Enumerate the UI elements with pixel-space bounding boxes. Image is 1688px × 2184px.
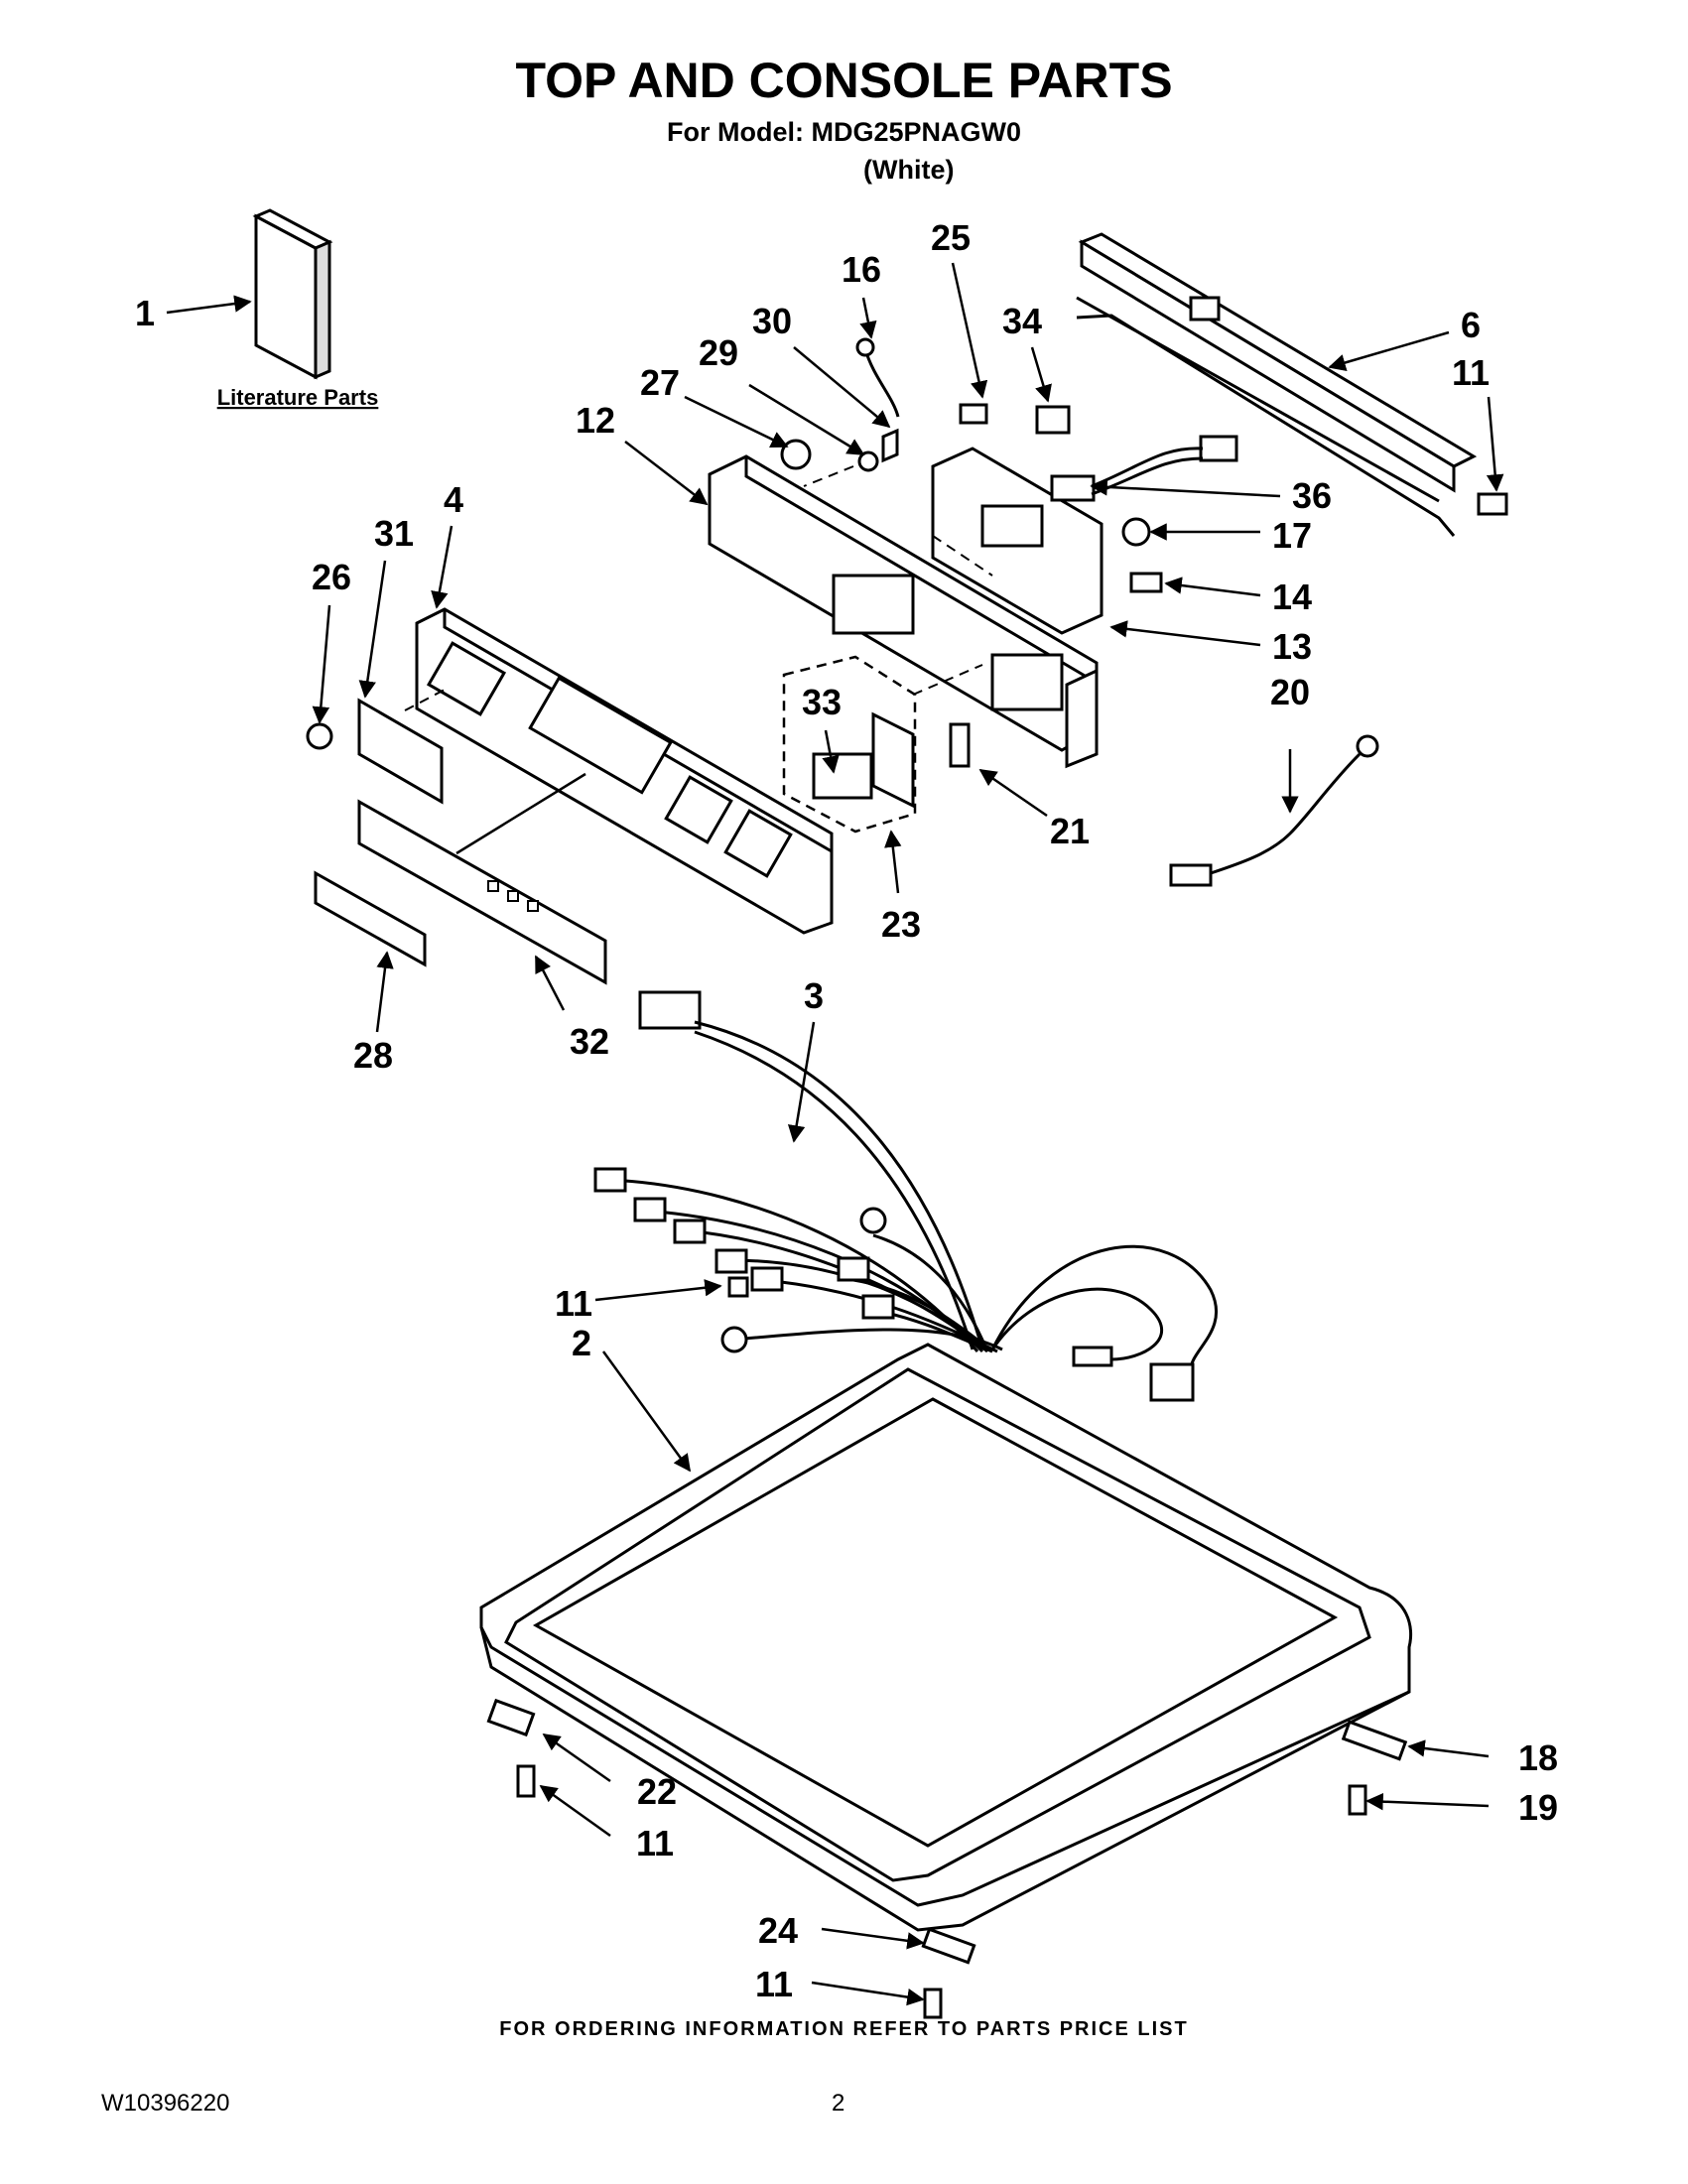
document-number: W10396220 [101, 2090, 230, 2117]
callout-36: 36 [1292, 475, 1332, 516]
callout-30: 30 [752, 301, 792, 341]
ground-wire-20 [1169, 734, 1379, 887]
literature-label: Literature Parts [217, 385, 379, 410]
callout-14: 14 [1272, 577, 1312, 617]
control-board [931, 447, 1104, 635]
ordering-note: FOR ORDERING INFORMATION REFER TO PARTS … [499, 2018, 1189, 2040]
harness-36 [1050, 435, 1238, 502]
top-panel [479, 1343, 1413, 1932]
color-variant: (White) [863, 155, 955, 185]
bottom-hardware [486, 1698, 1408, 2019]
callout-12: 12 [576, 400, 615, 441]
callout-25: 25 [931, 217, 971, 258]
callout-18: 18 [1518, 1737, 1558, 1778]
screw-26 [306, 722, 333, 750]
callout-4: 4 [444, 479, 463, 520]
assembly-lines [404, 465, 993, 711]
callout-31: 31 [374, 513, 414, 554]
fasteners-upper [780, 337, 1508, 593]
callout-11-top: 11 [1452, 352, 1490, 393]
callout-labels: 1 25 16 30 34 6 11 29 27 12 36 17 31 4 2… [135, 217, 1558, 2004]
page-title: TOP AND CONSOLE PARTS [515, 53, 1173, 108]
callout-23: 23 [881, 904, 921, 945]
callout-33: 33 [802, 682, 842, 722]
lens-leader [455, 772, 586, 855]
callout-1: 1 [135, 293, 155, 333]
console-panel [415, 607, 834, 935]
overlay-32-buttons [487, 880, 539, 912]
callout-34: 34 [1002, 301, 1042, 341]
callout-29: 29 [699, 332, 738, 373]
model-subtitle: For Model: MDG25PNAGW0 [666, 117, 1021, 147]
literature-book [252, 208, 333, 380]
page-number: 2 [832, 2090, 845, 2117]
callout-27: 27 [640, 362, 680, 403]
callout-11-bottom: 11 [755, 1964, 793, 2004]
callout-17: 17 [1272, 515, 1312, 556]
callout-2: 2 [572, 1323, 591, 1363]
callout-21: 21 [1050, 811, 1090, 851]
callout-26: 26 [312, 557, 351, 597]
connector-34 [1035, 405, 1071, 435]
callout-3: 3 [804, 975, 824, 1016]
console-bracket [708, 454, 1099, 769]
lens-28 [314, 870, 427, 967]
callout-28: 28 [353, 1035, 393, 1076]
callout-13: 13 [1272, 626, 1312, 667]
callout-6: 6 [1461, 305, 1481, 345]
callout-32: 32 [570, 1021, 609, 1062]
callout-11-mid: 11 [555, 1283, 592, 1324]
overlay-31 [357, 698, 444, 805]
overlay-32 [357, 799, 607, 985]
rear-bracket [1076, 232, 1478, 537]
callout-20: 20 [1270, 672, 1310, 712]
callout-16: 16 [842, 249, 881, 290]
callout-19: 19 [1518, 1787, 1558, 1828]
callout-arrows [166, 262, 1504, 2006]
part-21 [949, 722, 971, 768]
callout-22: 22 [637, 1771, 677, 1812]
callout-24: 24 [758, 1910, 798, 1951]
callout-11-left: 11 [636, 1823, 674, 1863]
harness-3 [593, 990, 1219, 1402]
